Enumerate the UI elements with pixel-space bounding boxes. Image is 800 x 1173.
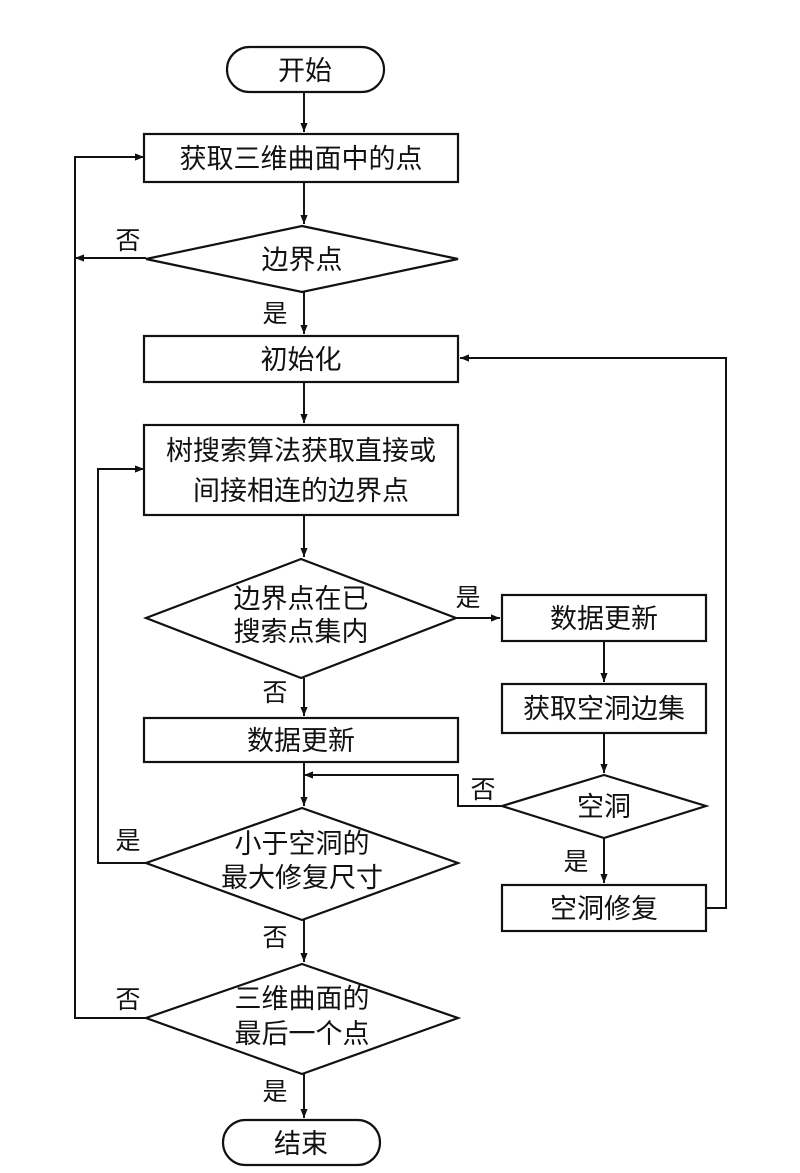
- is-boundary-diamond: [145, 224, 459, 294]
- in-searched-diamond: [142, 557, 460, 680]
- update-left-box: [142, 716, 460, 764]
- repair-label: 空洞修复: [550, 894, 658, 925]
- label-boundary-no: 否: [115, 226, 140, 255]
- node-end: 结束: [221, 1118, 382, 1167]
- last-point-label-line1: 三维曲面的: [235, 984, 370, 1015]
- label-hole-yes: 是: [563, 847, 588, 876]
- last-point-diamond: [142, 962, 462, 1076]
- node-get-point: 获取三维曲面中的点: [142, 132, 460, 184]
- init-box: [142, 334, 460, 384]
- label-searched-yes: 是: [455, 583, 480, 612]
- init-label: 初始化: [261, 345, 342, 376]
- lt-max-label-line2: 最大修复尺寸: [221, 863, 383, 894]
- is-boundary-label: 边界点: [262, 245, 343, 276]
- lt-max-label-line1: 小于空洞的: [235, 829, 370, 860]
- update-right-label: 数据更新: [550, 604, 658, 635]
- edge-labels: 否 是 是 否 否 是 是 否 否 是: [115, 226, 588, 1106]
- edges: [74, 92, 727, 1118]
- label-lt-max-yes: 是: [115, 826, 140, 855]
- update-right-box: [500, 593, 708, 643]
- get-hole-edges-label: 获取空洞边集: [523, 694, 685, 725]
- end-label: 结束: [274, 1129, 328, 1160]
- label-boundary-yes: 是: [262, 299, 287, 328]
- in-searched-label-line2: 搜索点集内: [234, 617, 369, 648]
- node-init: 初始化: [142, 334, 460, 384]
- start-label: 开始: [278, 56, 332, 87]
- tree-search-label-line2: 间接相连的边界点: [193, 476, 409, 507]
- edge-lt-max-yes-to-tree-search: [97, 465, 146, 864]
- tree-search-box: [142, 423, 460, 517]
- end-terminator: [221, 1118, 382, 1167]
- edge-hole-no-to-merge: [304, 771, 502, 807]
- tree-search-label-line1: 树搜索算法获取直接或: [166, 436, 436, 467]
- update-left-label: 数据更新: [247, 726, 355, 757]
- node-repair: 空洞修复: [500, 883, 708, 933]
- get-hole-edges-box: [500, 682, 708, 735]
- node-in-searched-set: 边界点在已 搜索点集内: [142, 557, 460, 680]
- in-searched-label-line1: 边界点在已: [234, 584, 369, 615]
- label-hole-no: 否: [470, 775, 495, 804]
- repair-box: [500, 883, 708, 933]
- node-start: 开始: [225, 45, 386, 94]
- label-last-yes: 是: [262, 1077, 287, 1106]
- label-last-no: 否: [115, 985, 140, 1014]
- node-update-right: 数据更新: [500, 593, 708, 643]
- get-point-label: 获取三维曲面中的点: [180, 144, 423, 175]
- is-hole-diamond: [498, 773, 710, 840]
- node-is-boundary: 边界点: [145, 224, 459, 294]
- is-hole-label: 空洞: [577, 792, 631, 823]
- node-last-point: 三维曲面的 最后一个点: [142, 962, 462, 1076]
- last-point-label-line2: 最后一个点: [235, 1019, 370, 1050]
- node-tree-search: 树搜索算法获取直接或 间接相连的边界点: [142, 423, 460, 517]
- node-less-than-max: 小于空洞的 最大修复尺寸: [142, 806, 462, 922]
- get-point-box: [142, 132, 460, 184]
- lt-max-diamond: [142, 806, 462, 922]
- edge-last-no-to-get-point: [74, 153, 146, 1019]
- edge-repair-to-init: [460, 354, 727, 909]
- label-lt-max-no: 否: [262, 923, 287, 952]
- start-terminator: [225, 45, 386, 94]
- node-update-left: 数据更新: [142, 716, 460, 764]
- node-get-hole-edges: 获取空洞边集: [500, 682, 708, 735]
- label-searched-no: 否: [262, 678, 287, 707]
- node-is-hole: 空洞: [498, 773, 710, 840]
